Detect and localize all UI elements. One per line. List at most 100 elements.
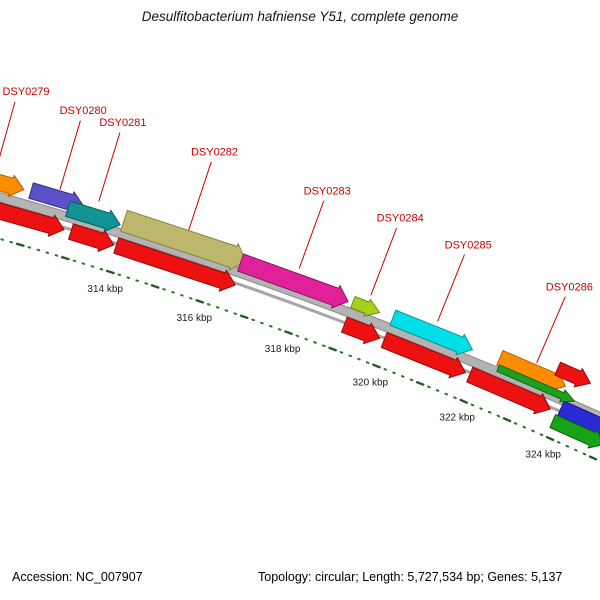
ruler-tick xyxy=(453,396,457,399)
ruler-major-tick xyxy=(459,398,468,404)
gene-label-DSY0284[interactable]: DSY0284 xyxy=(377,213,424,225)
ruler-major-tick xyxy=(372,363,381,369)
ruler-tick xyxy=(522,425,527,429)
ruler-major-tick xyxy=(61,256,70,261)
ruler-tick xyxy=(322,344,326,348)
ruler-tick xyxy=(269,325,273,328)
ruler-tick xyxy=(427,385,431,389)
ruler-tick xyxy=(81,262,86,265)
ruler-major-tick xyxy=(195,299,205,304)
gene-label-DSY0283[interactable]: DSY0283 xyxy=(304,185,351,197)
ruler-tick xyxy=(171,291,175,294)
ruler-major-tick xyxy=(150,284,160,289)
ruler-tick xyxy=(117,273,122,277)
label-leader-line xyxy=(188,161,212,231)
genes-group xyxy=(0,165,600,449)
ruler-tick xyxy=(36,248,41,252)
label-leader-line xyxy=(0,101,16,158)
ruler-major-tick xyxy=(502,417,512,423)
ruler-tick xyxy=(339,351,344,354)
ruler-major-tick xyxy=(328,346,337,352)
genome-summary-text: Topology: circular; Length: 5,727,534 bp… xyxy=(258,570,563,584)
ruler-tick xyxy=(582,452,587,456)
ruler-label: 316 kbp xyxy=(177,313,213,324)
ruler-tick xyxy=(400,375,405,378)
gene-arrow[interactable] xyxy=(380,332,466,379)
ruler-tick xyxy=(99,268,104,271)
gene-arrow-DSY0283[interactable] xyxy=(237,253,349,309)
ruler-group: 314 kbp 316 kbp 318 kbp 320 kbp 322 kbp 324 k… xyxy=(0,238,600,463)
gene-label-DSY0282[interactable]: DSY0282 xyxy=(191,146,238,158)
ruler-tick xyxy=(90,265,95,268)
gene-arrow-DSY0279[interactable] xyxy=(0,165,25,197)
label-leader-line xyxy=(59,120,81,190)
gene-arrow[interactable] xyxy=(466,366,551,415)
ruler-tick xyxy=(126,276,131,279)
ruler-tick xyxy=(470,403,475,407)
ruler-major-tick xyxy=(415,381,425,386)
ruler-tick xyxy=(365,361,370,364)
ruler-tick xyxy=(135,279,139,282)
ruler-tick xyxy=(383,368,387,371)
ruler-tick xyxy=(162,288,166,291)
ruler-tick xyxy=(409,378,414,382)
gene-arrow[interactable] xyxy=(113,237,236,292)
status-bar: Accession: NC_007907 Topology: circular;… xyxy=(0,570,600,592)
ruler-tick xyxy=(45,251,50,254)
gene-arrow-DSY0284[interactable] xyxy=(350,296,381,317)
ruler-tick xyxy=(444,392,449,396)
ruler-tick xyxy=(224,309,229,312)
label-leader-line xyxy=(98,132,121,202)
gene-arrow[interactable] xyxy=(549,414,600,449)
ruler-tick xyxy=(180,294,184,297)
labels-group: DSY0279DSY0280DSY0281DSY0282DSY0283DSY02… xyxy=(0,86,593,363)
ruler-tick xyxy=(531,429,535,433)
ruler-tick xyxy=(513,422,518,425)
ruler-label: 320 kbp xyxy=(353,377,389,388)
gene-arrow[interactable] xyxy=(341,316,381,345)
ruler-label: 318 kbp xyxy=(265,344,301,355)
ruler-tick xyxy=(304,337,308,341)
ruler-tick xyxy=(54,254,59,257)
ruler-tick xyxy=(206,303,211,306)
ruler-major-tick xyxy=(105,269,115,275)
gene-label-DSY0279[interactable]: DSY0279 xyxy=(2,86,49,98)
ruler-tick xyxy=(435,389,440,392)
gene-label-DSY0281[interactable]: DSY0281 xyxy=(99,117,146,129)
ruler-major-tick xyxy=(284,330,293,335)
gene-arrow[interactable] xyxy=(0,191,65,237)
ruler-major-tick xyxy=(588,455,598,461)
ruler-tick xyxy=(556,441,561,444)
gene-arrow[interactable] xyxy=(68,223,115,252)
ruler-major-tick xyxy=(15,242,25,247)
gene-arrow[interactable] xyxy=(496,364,575,403)
gene-label-DSY0285[interactable]: DSY0285 xyxy=(445,239,492,251)
ruler-tick xyxy=(0,238,4,241)
ruler-tick xyxy=(313,341,317,344)
ruler-major-tick xyxy=(545,436,555,442)
ruler-tick xyxy=(251,318,255,322)
gene-arrow[interactable] xyxy=(554,361,591,388)
ruler-tick xyxy=(189,297,193,300)
ruler-label: 322 kbp xyxy=(439,413,475,424)
ruler-tick xyxy=(144,282,148,285)
gene-arrow-DSY0285[interactable] xyxy=(389,309,473,356)
ruler-tick xyxy=(260,321,264,325)
ruler-tick xyxy=(487,410,492,414)
gene-arrow-DSY0282[interactable] xyxy=(120,209,247,271)
map-title: Desulfitobacterium hafniense Y51, comple… xyxy=(141,9,459,24)
ruler-tick xyxy=(348,354,352,358)
gene-label-DSY0280[interactable]: DSY0280 xyxy=(60,105,107,117)
label-leader-line xyxy=(370,227,398,296)
ruler-label: 324 kbp xyxy=(525,450,561,461)
gene-arrow-DSY0281[interactable] xyxy=(65,200,121,232)
ruler-tick xyxy=(574,448,578,452)
ruler-tick xyxy=(215,306,220,309)
label-leader-line xyxy=(437,254,465,322)
ruler-tick xyxy=(357,357,361,361)
gene-label-DSY0286[interactable]: DSY0286 xyxy=(546,282,593,294)
ruler-label: 314 kbp xyxy=(87,284,123,295)
ruler-tick xyxy=(392,371,396,375)
ruler-tick xyxy=(9,240,14,244)
